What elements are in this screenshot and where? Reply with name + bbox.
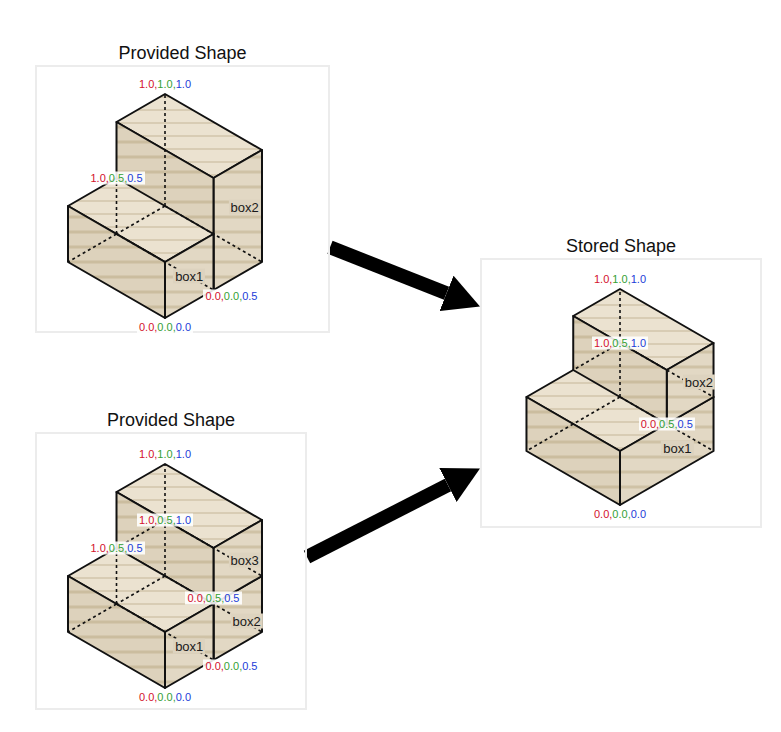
coordinate-value: 0.0,: [157, 321, 175, 333]
block-arrow: [307, 485, 448, 557]
coordinate-value: 0.0,: [224, 660, 242, 672]
shape-panel: Provided Shape: [35, 65, 330, 333]
shape-panel: Stored Shape: [480, 258, 762, 528]
coordinate-tag: 1.0,0.5,0.5: [88, 542, 144, 555]
coordinate-value: 0.5,: [109, 542, 127, 554]
coordinate-value: 0.0,: [594, 508, 612, 520]
coordinate-value: 0.0: [176, 691, 191, 703]
panel-title: Provided Shape: [0, 410, 345, 431]
coordinate-value: 0.0,: [187, 592, 205, 604]
hidden-edge: [68, 604, 116, 632]
coordinate-value: 0.5: [127, 172, 142, 184]
coordinate-value: 0.5,: [109, 172, 127, 184]
coordinate-value: 1.0,: [90, 542, 108, 554]
coordinate-value: 0.5,: [206, 592, 224, 604]
coordinate-value: 0.5: [224, 592, 239, 604]
coordinate-tag: 0.0,0.5,0.5: [639, 418, 695, 431]
box-face: [165, 234, 213, 318]
hidden-edge: [117, 604, 214, 660]
coordinate-value: 1.0: [176, 78, 191, 90]
coordinate-tag: 0.0,0.0,0.5: [203, 290, 259, 303]
hidden-edge: [117, 234, 214, 290]
coordinate-value: 0.0,: [139, 691, 157, 703]
box-name: box1: [173, 639, 205, 654]
coordinate-tag: 0.0,0.5,0.5: [185, 592, 241, 605]
isometric-shape: [526, 289, 713, 505]
coordinate-value: 1.0,: [157, 448, 175, 460]
coordinate-value: 0.0,: [612, 508, 630, 520]
coordinate-value: 1.0: [176, 514, 191, 526]
hidden-edge: [164, 94, 166, 206]
coordinate-value: 0.5,: [157, 514, 175, 526]
coordinate-value: 0.5: [242, 660, 257, 672]
coordinate-value: 0.5: [242, 290, 257, 302]
box-face: [526, 397, 620, 505]
coordinate-value: 1.0,: [594, 273, 612, 285]
hidden-edge: [116, 548, 118, 604]
coordinate-tag: 1.0,0.5,1.0: [592, 337, 648, 350]
coordinate-tag: 0.0,0.0,0.0: [137, 691, 193, 704]
hidden-edge: [116, 178, 118, 234]
isometric-shape: [68, 464, 262, 688]
coordinate-value: 0.0: [631, 508, 646, 520]
coordinate-value: 1.0: [631, 273, 646, 285]
coordinate-value: 0.0,: [139, 321, 157, 333]
box-name: box2: [229, 200, 261, 215]
coordinate-value: 1.0,: [90, 172, 108, 184]
coordinate-tag: 0.0,0.0,0.0: [592, 508, 648, 521]
coordinate-value: 1.0: [631, 337, 646, 349]
coordinate-value: 0.5: [127, 542, 142, 554]
coordinate-value: 0.0,: [205, 290, 223, 302]
coordinate-value: 1.0,: [612, 273, 630, 285]
coordinate-value: 1.0,: [157, 78, 175, 90]
coordinate-value: 0.0,: [641, 418, 659, 430]
coordinate-value: 1.0,: [139, 514, 157, 526]
coordinate-tag: 1.0,0.5,1.0: [137, 514, 193, 527]
coordinate-value: 0.5: [677, 418, 692, 430]
shape-panel: Provided Shape: [35, 432, 307, 710]
coordinate-tag: 1.0,1.0,1.0: [137, 78, 193, 91]
box-name: box2: [683, 374, 715, 389]
panel-title: Provided Shape: [0, 43, 368, 64]
box-face: [165, 604, 213, 688]
isometric-shape: [68, 94, 262, 318]
box-name: box3: [229, 553, 261, 568]
block-arrow: [330, 247, 447, 293]
hidden-edge: [165, 520, 262, 576]
coordinate-value: 0.5,: [659, 418, 677, 430]
hidden-edge: [68, 234, 116, 262]
hidden-edge: [619, 343, 621, 397]
hidden-edge: [164, 520, 166, 576]
coordinate-tag: 0.0,0.0,0.0: [137, 321, 193, 334]
coordinate-value: 1.0,: [139, 448, 157, 460]
box-face: [573, 316, 667, 424]
coordinate-value: 1.0,: [139, 78, 157, 90]
hidden-edge: [165, 576, 262, 632]
coordinate-value: 0.0,: [157, 691, 175, 703]
box-name: box1: [661, 441, 693, 456]
coordinate-tag: 1.0,0.5,0.5: [88, 172, 144, 185]
coordinate-tag: 1.0,1.0,1.0: [137, 448, 193, 461]
hidden-edge: [164, 464, 166, 520]
coordinate-tag: 1.0,1.0,1.0: [592, 273, 648, 286]
coordinate-value: 1.0: [176, 448, 191, 460]
hidden-edge: [117, 206, 165, 234]
box-name: box2: [230, 613, 262, 628]
coordinate-value: 0.5,: [612, 337, 630, 349]
panel-title: Stored Shape: [442, 236, 781, 257]
coordinate-value: 1.0,: [594, 337, 612, 349]
hidden-edge: [619, 289, 621, 343]
hidden-edge: [526, 397, 620, 451]
coordinate-value: 0.0,: [205, 660, 223, 672]
box-name: box1: [173, 269, 205, 284]
coordinate-tag: 0.0,0.0,0.5: [203, 660, 259, 673]
hidden-edge: [117, 576, 165, 604]
box-face: [213, 150, 261, 290]
coordinate-value: 0.0,: [224, 290, 242, 302]
coordinate-value: 0.0: [176, 321, 191, 333]
box-face: [68, 576, 165, 688]
box-face: [68, 206, 165, 318]
